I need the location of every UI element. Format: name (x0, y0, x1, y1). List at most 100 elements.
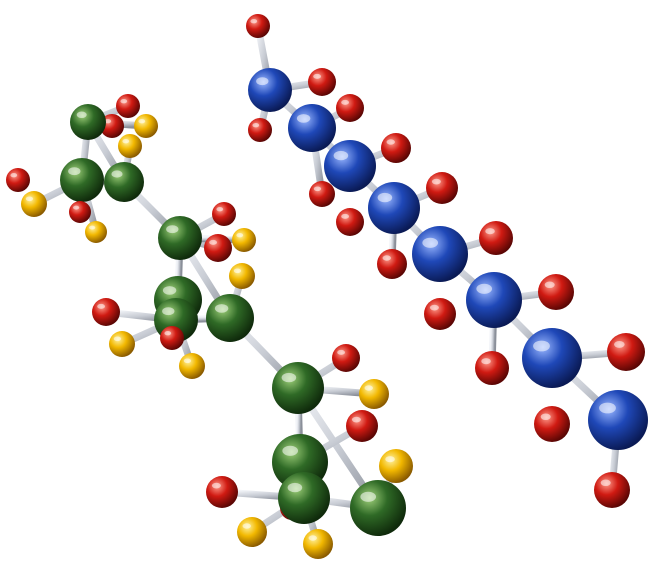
atom-red-r20 (69, 201, 91, 223)
atom-green-g7 (206, 294, 254, 342)
atom-highlight (533, 340, 550, 352)
atom-highlight (429, 304, 439, 311)
atom-blue-b3 (324, 140, 376, 192)
atom-green-g2 (60, 158, 104, 202)
atom-highlight (351, 416, 361, 423)
atom-highlight (341, 213, 350, 219)
atom-yellow-y6 (229, 263, 255, 289)
atom-red-r26 (346, 410, 378, 442)
atom-yellow-y7 (109, 331, 135, 357)
atom-yellow-y12 (303, 529, 333, 559)
atom-red-r11 (424, 298, 456, 330)
atom-yellow-y4 (85, 221, 107, 243)
atom-red-r24 (160, 326, 184, 350)
atom-red-r3 (308, 68, 336, 96)
atom-highlight (544, 281, 555, 289)
atom-highlight (333, 150, 349, 161)
atom-highlight (485, 228, 495, 235)
atom-highlight (120, 99, 128, 104)
atom-highlight (76, 111, 87, 119)
atom-highlight (600, 479, 611, 487)
atom-highlight (111, 170, 123, 178)
atom-highlight (166, 225, 179, 234)
atom-red-r12 (538, 274, 574, 310)
atom-red-r16 (594, 472, 630, 508)
atom-highlight (431, 178, 441, 185)
atom-highlight (386, 139, 395, 145)
atom-yellow-y9 (359, 379, 389, 409)
atom-highlight (341, 99, 350, 105)
atom-red-r19 (6, 168, 30, 192)
atom-red-r9 (377, 249, 407, 279)
atom-red-r7 (336, 208, 364, 236)
atom-red-r22 (204, 234, 232, 262)
atom-green-g4 (158, 216, 202, 260)
atom-highlight (68, 167, 81, 176)
atom-yellow-y8 (179, 353, 205, 379)
atom-highlight (385, 456, 395, 463)
atom-blue-b2 (288, 104, 336, 152)
atom-highlight (73, 205, 80, 210)
atom-highlight (599, 402, 616, 414)
atom-highlight (233, 268, 242, 274)
atom-highlight (214, 304, 229, 313)
atom-red-r13 (475, 351, 509, 385)
atom-yellow-y1 (134, 114, 158, 138)
atom-red-r2 (248, 118, 272, 142)
atom-highlight (250, 19, 258, 24)
atom-highlight (313, 73, 322, 79)
atom-red-r25 (332, 344, 360, 372)
atom-red-r23 (92, 298, 120, 326)
atom-highlight (281, 372, 297, 383)
atom-highlight (313, 186, 322, 192)
atom-highlight (252, 123, 260, 128)
atom-red-r15 (534, 406, 570, 442)
atom-highlight (122, 139, 130, 144)
atom-highlight (183, 358, 192, 364)
atom-blue-b8 (588, 390, 648, 450)
atom-blue-b7 (522, 328, 582, 388)
atom-blue-b1 (248, 68, 292, 112)
atom-highlight (296, 114, 311, 123)
atom-highlight (382, 255, 391, 261)
atom-green-g1 (70, 104, 106, 140)
atom-green-g8 (272, 362, 324, 414)
atoms-layer (6, 14, 648, 559)
atom-highlight (377, 192, 393, 203)
atom-red-r21 (212, 202, 236, 226)
atom-yellow-y11 (237, 517, 267, 547)
atom-blue-b6 (466, 272, 522, 328)
atom-highlight (360, 491, 377, 502)
atom-highlight (209, 239, 218, 245)
atom-highlight (236, 233, 244, 238)
atom-highlight (540, 413, 551, 421)
atom-highlight (97, 303, 106, 309)
atom-highlight (422, 237, 439, 248)
atom-red-r10 (479, 221, 513, 255)
atom-red-r17 (116, 94, 140, 118)
atom-highlight (10, 173, 18, 178)
atom-highlight (89, 225, 96, 230)
atom-red-r8 (426, 172, 458, 204)
atom-highlight (113, 336, 122, 342)
atom-red-r27 (206, 476, 238, 508)
atom-red-r5 (309, 181, 335, 207)
atom-blue-b4 (368, 182, 420, 234)
atom-highlight (216, 207, 224, 212)
atom-red-r1 (246, 14, 270, 38)
atom-yellow-y10 (379, 449, 413, 483)
atom-highlight (162, 307, 175, 316)
atom-red-r4 (336, 94, 364, 122)
atom-highlight (364, 385, 373, 391)
atom-highlight (481, 358, 491, 365)
atom-highlight (476, 283, 493, 294)
atom-yellow-y5 (232, 228, 256, 252)
atom-red-r14 (607, 333, 645, 371)
atom-green-g10 (278, 472, 330, 524)
atom-yellow-y3 (21, 191, 47, 217)
atom-highlight (287, 482, 303, 493)
atom-highlight (308, 535, 317, 541)
atom-highlight (164, 331, 172, 336)
atom-highlight (25, 196, 34, 202)
